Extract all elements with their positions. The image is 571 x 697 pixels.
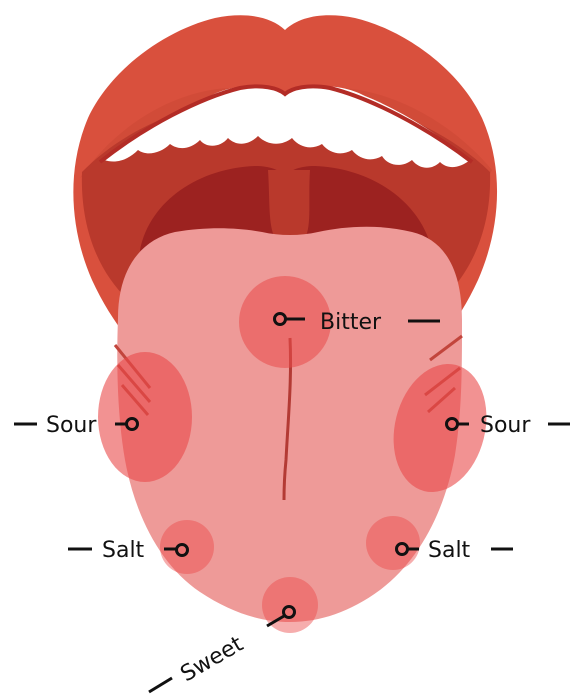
leader-line-sweet-2 <box>149 678 172 692</box>
label-sour-left: Sour <box>46 413 97 438</box>
taste-zone-sour-left <box>98 352 192 482</box>
label-salt-right: Salt <box>428 538 471 563</box>
label-sweet: Sweet <box>177 632 248 688</box>
label-bitter: Bitter <box>320 310 382 335</box>
label-sour-right: Sour <box>480 413 531 438</box>
label-salt-left: Salt <box>102 538 145 563</box>
taste-zone-salt-right <box>366 516 420 570</box>
